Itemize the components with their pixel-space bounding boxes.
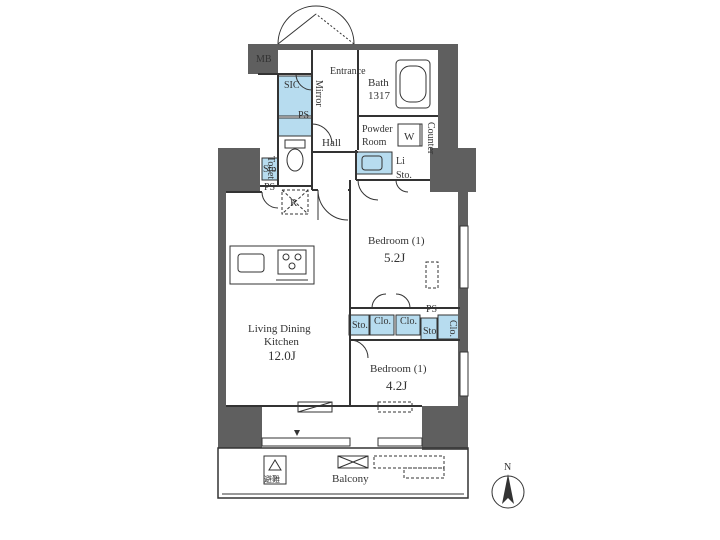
label-mirror: Mirror <box>313 80 324 107</box>
wall-right-strip <box>458 190 468 408</box>
label-clo-2: Clo. <box>400 316 417 327</box>
label-clo-1: Clo. <box>374 316 391 327</box>
label-toilet: Toilet <box>265 156 276 179</box>
label-entrance: Entrance <box>330 66 366 77</box>
label-ps-top: PS <box>298 110 309 121</box>
toilet-bowl <box>286 148 304 172</box>
entrance-door <box>277 5 355 45</box>
label-bedroom1: Bedroom (1) <box>368 235 425 247</box>
label-sto-small: Sto. <box>423 326 439 337</box>
window-bedroom2 <box>459 351 469 397</box>
label-ldk-line2: Kitchen <box>264 336 299 348</box>
column-left-bottom <box>218 406 262 448</box>
wall-left-strip <box>218 190 226 408</box>
storage-fills <box>261 75 461 341</box>
bathtub <box>395 59 431 109</box>
compass: N <box>491 462 525 509</box>
label-clo-3: Clo. <box>447 320 458 337</box>
balcony-box <box>337 455 369 469</box>
walls <box>218 44 476 450</box>
compass-needle-icon <box>502 474 514 504</box>
label-balcony: Balcony <box>332 473 369 485</box>
label-ldk: Living Dining Kitchen <box>248 323 313 348</box>
refrigerator <box>281 189 309 215</box>
label-bath: Bath <box>368 77 389 89</box>
window-bed2-bottom <box>377 437 423 447</box>
label-bedroom2: Bedroom (1) <box>370 363 427 375</box>
label-bedroom2-size: 4.2J <box>386 378 407 393</box>
label-counter: Counter <box>425 122 436 155</box>
labels: MB SIC Entrance Mirror Bath 1317 Powder … <box>248 54 458 485</box>
wall-exterior-right <box>438 50 458 150</box>
label-evac: 避難 <box>264 474 280 484</box>
column-left-top <box>218 148 260 192</box>
label-bath-size: 1317 <box>368 90 391 102</box>
label-ps-bed: PS <box>426 304 437 315</box>
clo-left <box>369 314 395 336</box>
wall-top-left <box>248 44 278 74</box>
label-bedroom1-size: 5.2J <box>384 250 405 265</box>
label-hall: Hall <box>322 137 341 149</box>
label-ps-left: PS <box>264 182 275 193</box>
windows <box>261 225 469 447</box>
label-r: R <box>290 197 298 209</box>
label-powder: Powder Room <box>362 124 395 148</box>
window-ldk-bottom <box>261 437 351 447</box>
evac-hatch <box>263 455 287 485</box>
sink <box>237 253 265 273</box>
label-ldk-size: 12.0J <box>268 348 296 363</box>
kitchen-counter <box>229 245 315 285</box>
wall-top-strip <box>258 44 458 50</box>
label-sic: SIC <box>284 80 300 91</box>
cooktop <box>277 249 307 275</box>
label-sto-hall: Sto. <box>396 170 412 181</box>
fixtures <box>229 59 439 413</box>
label-mb: MB <box>256 54 272 65</box>
entry-marker <box>294 430 300 436</box>
interior-walls <box>226 50 460 407</box>
label-powder-line1: Powder <box>362 124 393 135</box>
door-swings <box>261 73 411 359</box>
label-li: Li <box>396 156 405 167</box>
hall-storage <box>355 151 393 175</box>
label-w: W <box>404 131 415 143</box>
balcony-outline <box>217 447 469 499</box>
label-sto-bed: Sto. <box>352 320 368 331</box>
compass-label: N <box>504 462 511 473</box>
label-sto-left: Sto. <box>263 164 279 175</box>
clo-right <box>395 314 421 336</box>
balcony <box>217 447 469 499</box>
column-right-bottom <box>422 406 468 450</box>
label-ldk-line1: Living Dining <box>248 323 311 335</box>
column-right-top <box>430 148 476 192</box>
label-powder-line2: Room <box>362 137 387 148</box>
window-bedroom1 <box>459 225 469 289</box>
